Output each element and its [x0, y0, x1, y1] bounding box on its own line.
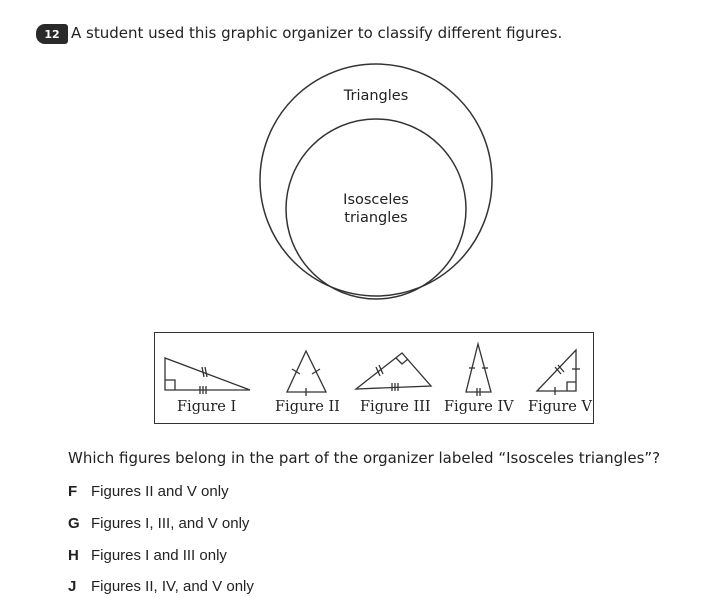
- triangles-label: Triangles: [343, 88, 409, 104]
- equilateral-triangle-icon: [285, 349, 328, 396]
- choice-letter: H: [68, 547, 79, 564]
- answer-choice-g[interactable]: G Figures I, III, and V only: [68, 515, 249, 532]
- answer-choice-h[interactable]: H Figures I and III only: [68, 547, 227, 564]
- figures-box: [154, 332, 594, 424]
- triangles-circle: [259, 63, 493, 297]
- question-prompt: A student used this graphic organizer to…: [71, 24, 563, 42]
- choice-letter: F: [68, 483, 78, 500]
- figure-label-5: Figure V: [528, 399, 592, 415]
- figure-label-2: Figure II: [275, 399, 340, 415]
- choice-text: Figures II and V only: [91, 483, 229, 500]
- figure-label-4: Figure IV: [444, 399, 514, 415]
- answer-choice-f[interactable]: F Figures II and V only: [68, 483, 229, 500]
- choice-text: Figures I and III only: [91, 547, 227, 564]
- choice-letter: J: [68, 578, 77, 595]
- obtuse-isosceles-triangle-icon: [354, 352, 433, 391]
- isosceles-label-line2: triangles: [344, 210, 408, 226]
- figure-label-3: Figure III: [360, 399, 431, 415]
- choice-letter: G: [68, 515, 80, 532]
- isosceles-triangles-circle: [285, 118, 467, 300]
- choice-text: Figures I, III, and V only: [91, 515, 250, 532]
- question-text: Which figures belong in the part of the …: [68, 449, 661, 467]
- isosceles-label-line1: Isosceles: [343, 192, 409, 208]
- isosceles-triangle-icon: [465, 341, 492, 396]
- question-number-badge: 12: [36, 24, 68, 44]
- isosceles-right-triangle-icon: [535, 348, 580, 395]
- answer-choice-j[interactable]: J Figures II, IV, and V only: [68, 578, 254, 595]
- figure-label-1: Figure I: [177, 399, 237, 415]
- choice-text: Figures II, IV, and V only: [91, 578, 254, 595]
- isosceles-triangles-label: Isosceles triangles: [316, 191, 436, 227]
- right-triangle-icon: [164, 357, 251, 394]
